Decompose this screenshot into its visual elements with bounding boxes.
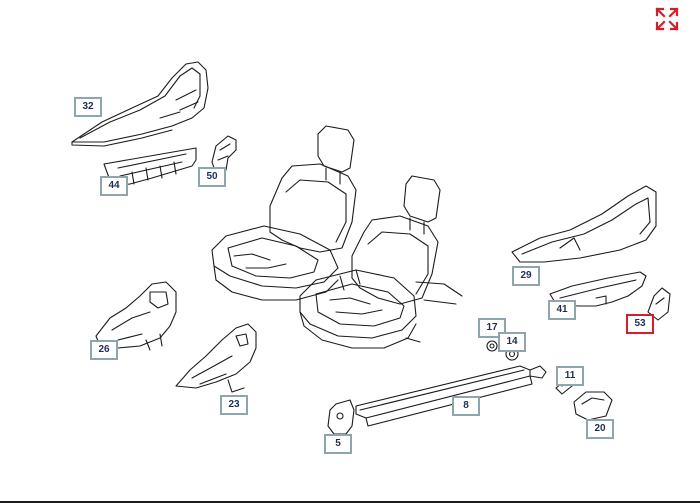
expand-arrows-icon[interactable] xyxy=(654,6,680,32)
part-5-bracket xyxy=(327,399,355,435)
part-17-nut xyxy=(486,340,498,352)
callout-53[interactable]: 53 xyxy=(626,314,654,334)
part-29-side-trim xyxy=(511,185,657,263)
callout-5[interactable]: 5 xyxy=(324,434,352,454)
part-23-lever-housing xyxy=(175,323,257,393)
part-32-side-trim xyxy=(71,61,209,147)
callout-44[interactable]: 44 xyxy=(100,176,128,196)
front-seats-assembly xyxy=(211,125,463,349)
callout-20[interactable]: 20 xyxy=(586,419,614,439)
part-20-cap xyxy=(573,391,613,421)
callout-41[interactable]: 41 xyxy=(548,300,576,320)
part-53-cover xyxy=(647,287,671,321)
bottom-border xyxy=(0,501,700,503)
part-8-seat-rail xyxy=(355,365,547,427)
callout-14[interactable]: 14 xyxy=(498,332,526,352)
callout-23[interactable]: 23 xyxy=(220,395,248,415)
callout-8[interactable]: 8 xyxy=(452,396,480,416)
part-26-recliner-cover xyxy=(95,281,177,351)
callout-26[interactable]: 26 xyxy=(90,340,118,360)
callout-32[interactable]: 32 xyxy=(74,97,102,117)
callout-11[interactable]: 11 xyxy=(556,366,584,386)
callout-29[interactable]: 29 xyxy=(512,266,540,286)
callout-50[interactable]: 50 xyxy=(198,167,226,187)
